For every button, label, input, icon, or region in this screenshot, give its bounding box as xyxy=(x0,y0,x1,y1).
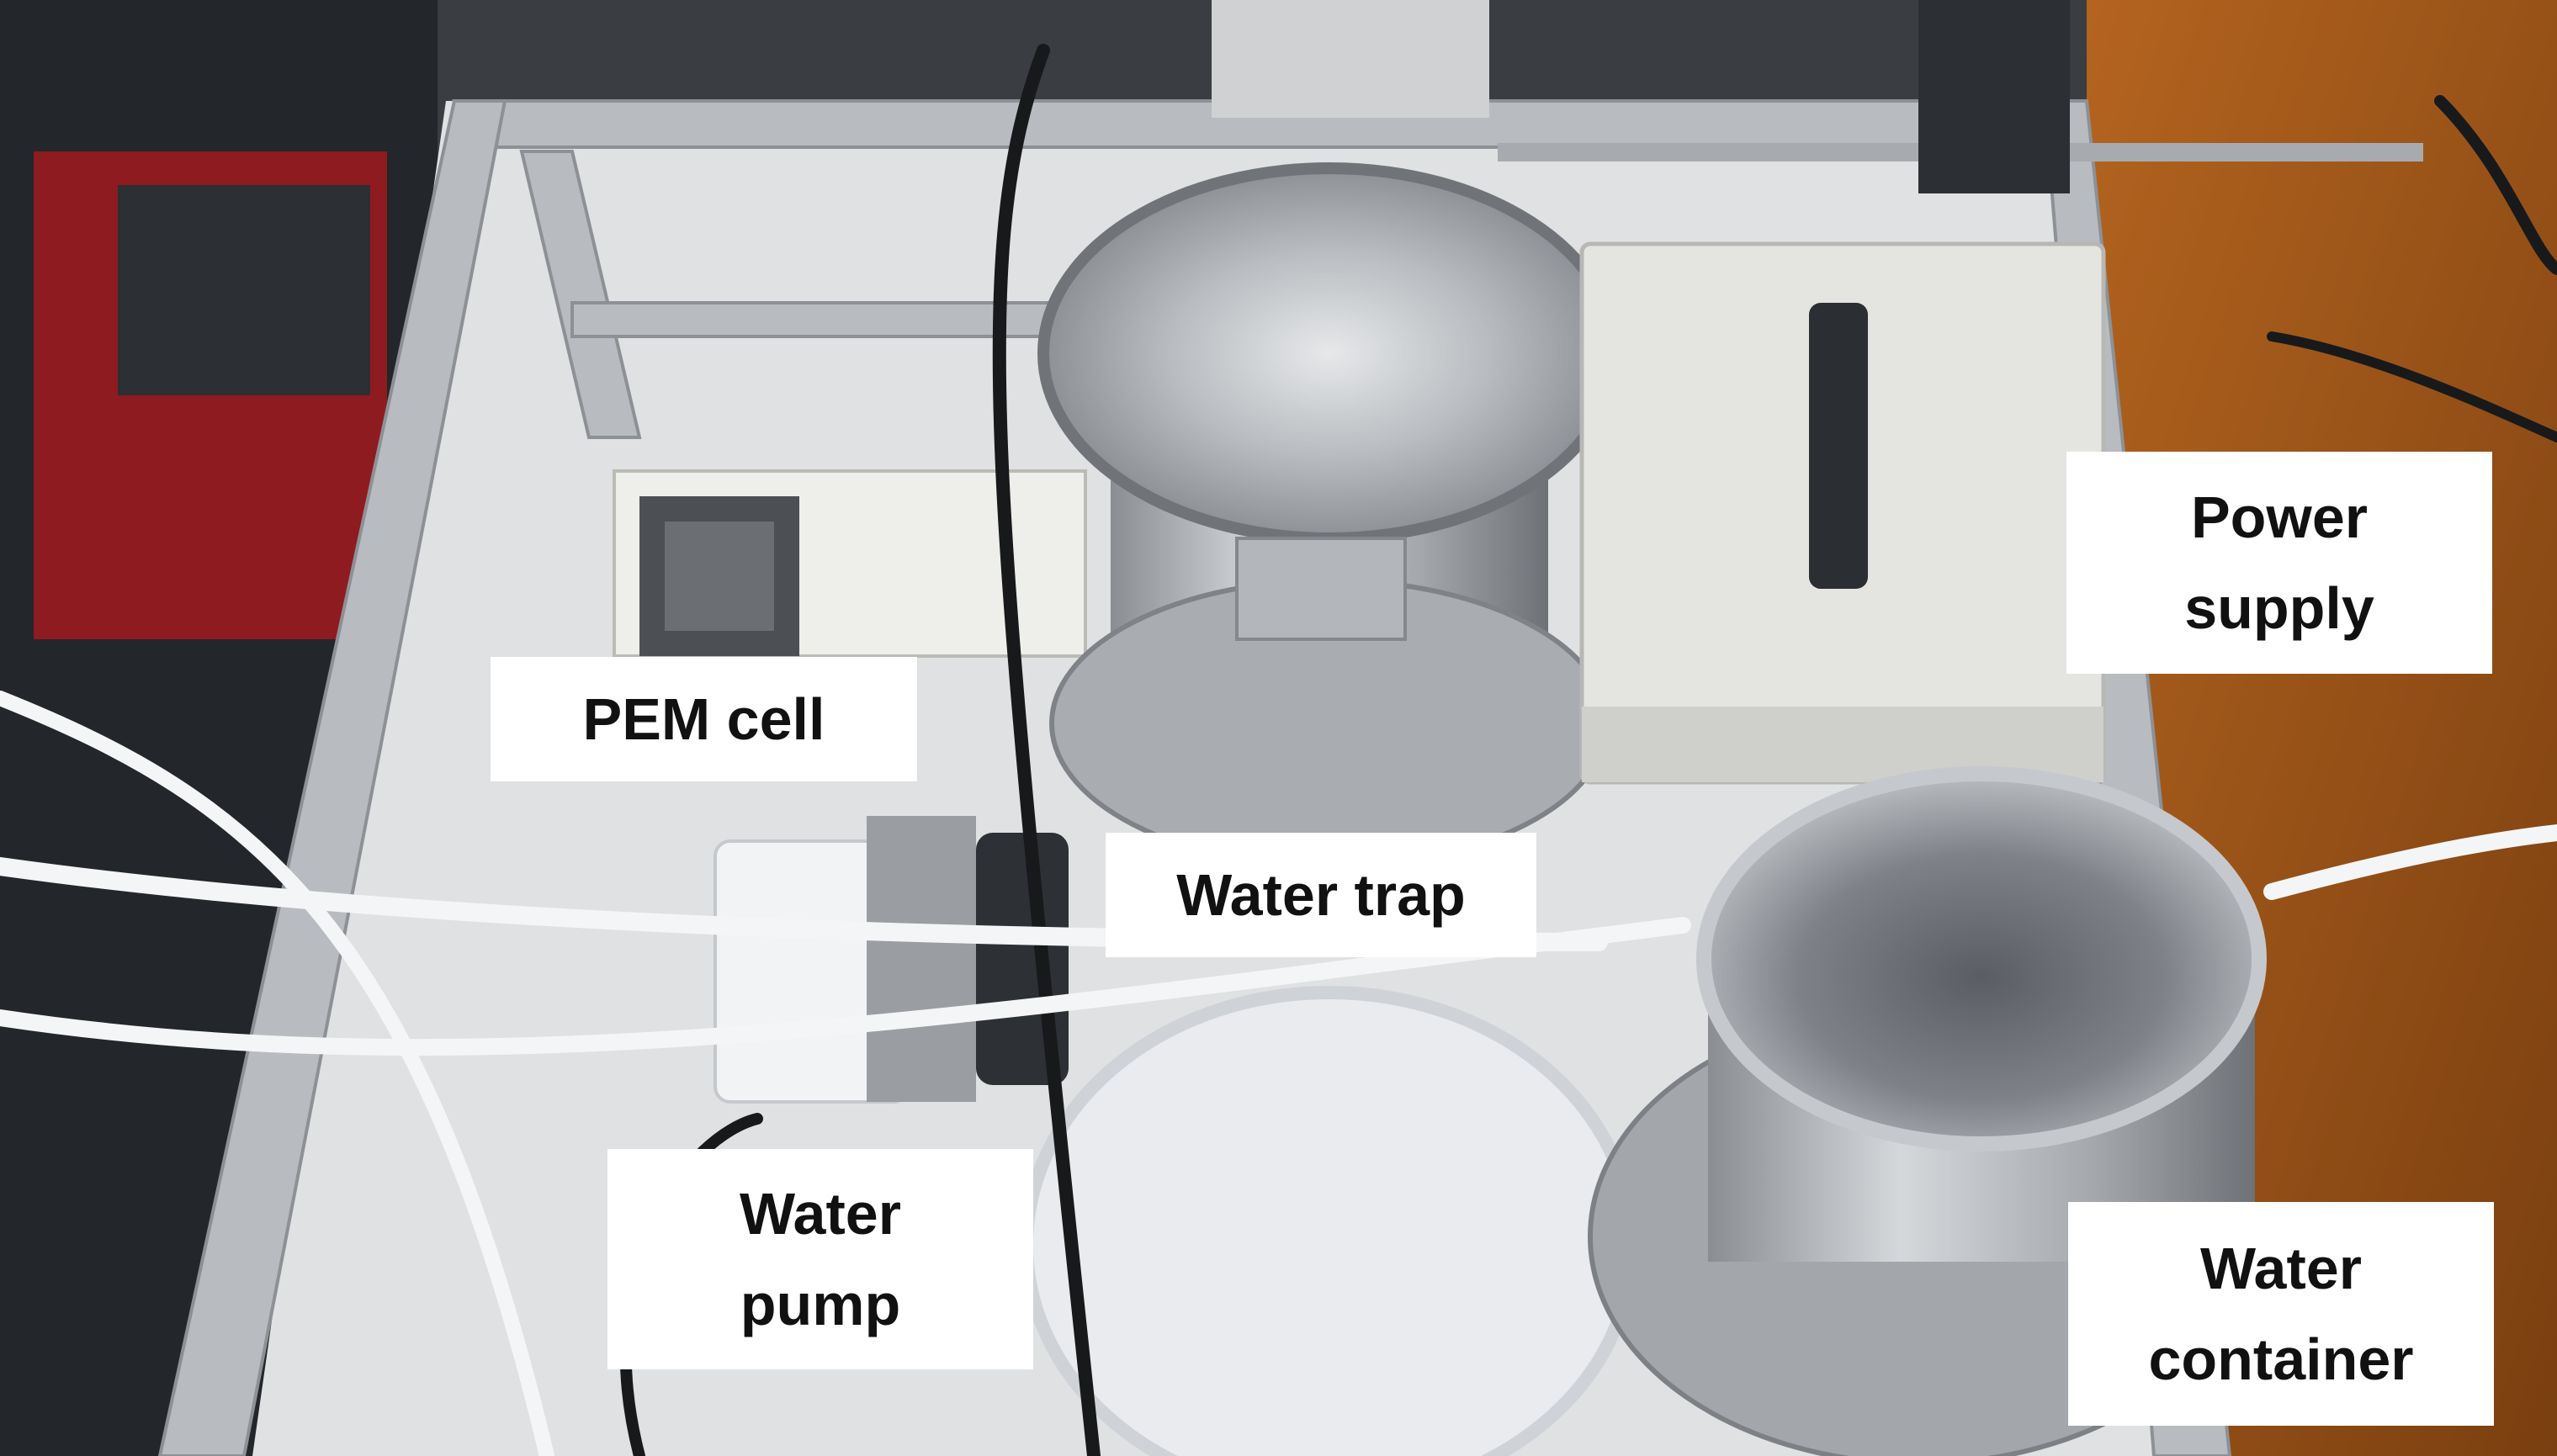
top-box xyxy=(1212,0,1489,118)
water-pump-label-line1: Water xyxy=(740,1181,901,1247)
water-pump-bracket xyxy=(867,816,976,1102)
water-trap-label-text: Water trap xyxy=(1176,862,1466,928)
acrylic-disk xyxy=(1020,986,1639,1456)
water-container-label-line2: container xyxy=(2148,1326,2414,1392)
water-container-label-line1: Water xyxy=(2200,1236,2362,1301)
power-supply-label-line2: supply xyxy=(2184,575,2374,641)
water-container-label: Water container xyxy=(2068,1202,2494,1426)
pem-cell-plate xyxy=(665,522,774,631)
pem-cell-label-text: PEM cell xyxy=(582,686,825,752)
water-container-opening xyxy=(1696,766,2267,1152)
flow-controller xyxy=(1918,0,2070,193)
power-supply-label-line1: Power xyxy=(2190,484,2369,550)
water-trap-clamp xyxy=(1235,537,1407,641)
water-pump-label-line2: pump xyxy=(740,1272,901,1337)
water-trap-lid xyxy=(1037,162,1621,544)
pem-cell-label: PEM cell xyxy=(491,657,917,781)
power-supply-handle xyxy=(1809,303,1868,589)
grey-box xyxy=(118,185,370,395)
power-supply-label: Power supply xyxy=(2066,452,2492,674)
water-pump-label: Water pump xyxy=(607,1149,1033,1369)
water-trap-label: Water trap xyxy=(1106,833,1536,957)
